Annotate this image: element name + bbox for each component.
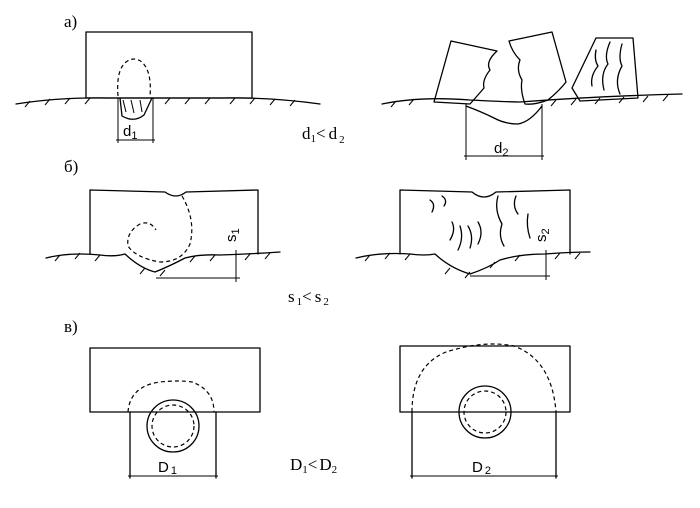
panel-a-label: а) xyxy=(64,12,77,31)
cavity xyxy=(119,97,153,120)
crack xyxy=(496,195,505,247)
crater xyxy=(465,105,543,125)
panel-b-right-figure: s2 xyxy=(355,189,591,280)
ground-hatching xyxy=(54,252,271,277)
panel-b-label: б) xyxy=(64,157,78,176)
crack xyxy=(513,195,519,215)
crack xyxy=(429,199,435,213)
dim-label-d2: d2 xyxy=(494,140,508,159)
pipe-outer xyxy=(458,385,512,439)
ground-hatching xyxy=(390,94,669,108)
relation-v: D1<D2 xyxy=(290,455,337,476)
block xyxy=(399,345,571,413)
dim-label-s2: s2 xyxy=(533,228,552,242)
crack xyxy=(602,41,611,91)
crack xyxy=(616,43,623,95)
fragment-2 xyxy=(508,31,567,105)
ground-line xyxy=(381,93,683,105)
fragment-1 xyxy=(433,40,498,105)
pipe-outer xyxy=(146,399,200,453)
pipe-inner xyxy=(151,404,195,448)
dashed-fracture-zone xyxy=(127,380,215,413)
pipe-inner xyxy=(463,390,507,434)
dim-label-s1: s1 xyxy=(223,228,242,242)
panel-b-left-figure: s1 xyxy=(45,189,281,282)
dashed-fracture-zone xyxy=(117,58,151,97)
ground-line xyxy=(355,251,591,275)
panel-a-right-figure: d2 xyxy=(381,31,683,160)
block xyxy=(89,347,261,413)
dashed-fracture-zone xyxy=(127,195,193,263)
crack xyxy=(467,225,473,249)
block xyxy=(85,31,253,99)
dashed-fracture-zone xyxy=(411,343,557,413)
crack xyxy=(449,221,455,241)
ground-hatching xyxy=(24,97,296,108)
crack xyxy=(477,221,482,245)
crack xyxy=(590,49,599,87)
dim-label-d1: d1 xyxy=(123,123,137,142)
fragment-3 xyxy=(571,37,639,102)
crack xyxy=(441,195,447,207)
block xyxy=(89,189,259,255)
panel-a-left-figure: d1 xyxy=(15,31,321,143)
panel-v-label: в) xyxy=(64,317,78,336)
crack xyxy=(526,213,531,239)
block xyxy=(399,189,571,255)
ground-hatching xyxy=(364,252,581,279)
crack xyxy=(457,225,463,251)
